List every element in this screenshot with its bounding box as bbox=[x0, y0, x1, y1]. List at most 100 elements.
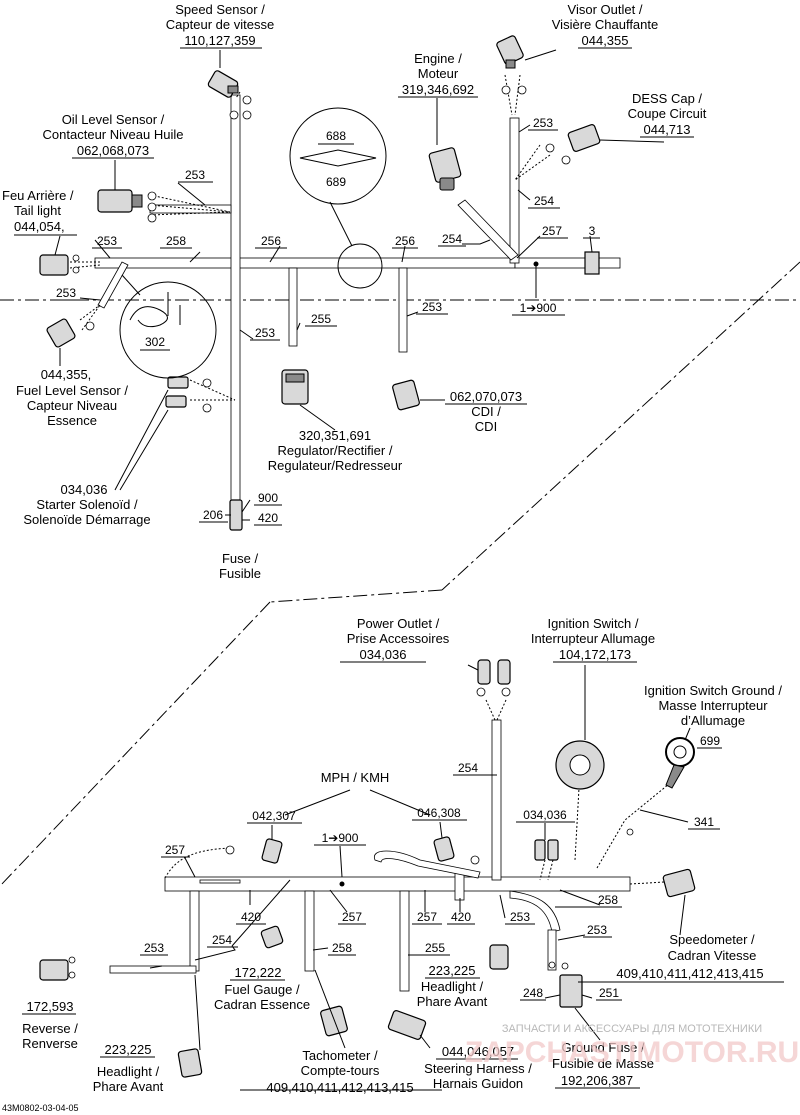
regulator-connector bbox=[281, 369, 309, 405]
ground-fuse-holder bbox=[559, 974, 583, 1008]
ground-900-label: 1➔900 bbox=[322, 831, 359, 845]
fuel-level-connector bbox=[46, 318, 76, 348]
pin-badge bbox=[202, 403, 212, 413]
wire-253-label: 253 bbox=[422, 300, 442, 314]
mph-kmh-label: MPH / KMH bbox=[321, 770, 390, 785]
visor-pins bbox=[504, 74, 521, 116]
reverse-code: 172,593 bbox=[27, 999, 74, 1014]
speed-sensor-label-2: Capteur de vitesse bbox=[166, 17, 274, 32]
pin-badge bbox=[476, 687, 486, 697]
ignition-switch-wire bbox=[574, 769, 581, 861]
num-420-label: 420 bbox=[241, 910, 261, 924]
fuel-level-label-2: Capteur Niveau bbox=[27, 398, 117, 413]
leader-257-b bbox=[329, 889, 348, 913]
leader-046 bbox=[439, 821, 443, 839]
leader-258-b bbox=[312, 947, 329, 951]
leader-253-d bbox=[518, 124, 531, 133]
oil-level-connector bbox=[97, 189, 143, 213]
leader-341 bbox=[639, 809, 689, 823]
steering-connector bbox=[387, 1010, 427, 1040]
wire-256-label: 256 bbox=[395, 234, 415, 248]
leader-tach bbox=[314, 969, 346, 1049]
detail-302: 302 bbox=[145, 335, 165, 349]
engine-branch-wire bbox=[457, 199, 519, 261]
ground-fuse-code: 192,206,387 bbox=[561, 1073, 633, 1088]
num-251-label: 251 bbox=[599, 986, 619, 1000]
ignition-ground-wire bbox=[596, 774, 681, 869]
power-outlet-label-1: Power Outlet / bbox=[357, 616, 440, 631]
leader-257-a bbox=[184, 857, 196, 878]
wire-253-label: 253 bbox=[185, 168, 205, 182]
starter-code: 034,036 bbox=[61, 482, 108, 497]
pin-badge bbox=[517, 85, 527, 95]
tail-light-label-2: Tail light bbox=[14, 203, 61, 218]
regulator-label-2: Regulateur/Redresseur bbox=[268, 458, 403, 473]
num-420-label: 420 bbox=[258, 511, 278, 525]
headlight-mid-code: 223,225 bbox=[429, 963, 476, 978]
lower-harness bbox=[22, 659, 784, 1091]
leader-900 bbox=[339, 845, 343, 878]
leader-regulator bbox=[299, 404, 336, 431]
num-254-label: 254 bbox=[458, 761, 478, 775]
steering-branch bbox=[399, 890, 410, 992]
upper-harness bbox=[14, 35, 694, 531]
ignition-switch-label-1: Ignition Switch / bbox=[547, 616, 638, 631]
num-900-label: 900 bbox=[258, 491, 278, 505]
engine-label-2: Moteur bbox=[418, 66, 459, 81]
leader-visor bbox=[524, 49, 557, 61]
power-outlet-branch bbox=[491, 719, 502, 881]
fuel-gauge-connector bbox=[260, 925, 284, 949]
speedometer-code: 409,410,411,412,413,415 bbox=[616, 966, 763, 981]
visor-outlet-code: 044,355 bbox=[582, 33, 629, 48]
ignition-switch-connector bbox=[555, 740, 605, 790]
separator-lower-diagonal bbox=[0, 601, 271, 887]
wire-254-label: 254 bbox=[442, 232, 462, 246]
wire-256-label: 256 bbox=[261, 234, 281, 248]
lower-main-trunk bbox=[164, 876, 631, 892]
tail-light-label-1: Feu Arrière / bbox=[2, 188, 74, 203]
num-253-label: 253 bbox=[144, 941, 164, 955]
power-outlet-label-2: Prise Accessoires bbox=[347, 631, 450, 646]
tail-light-pins bbox=[149, 194, 231, 216]
tachometer-connector bbox=[320, 1005, 348, 1037]
ignition-ground-label-3: d’Allumage bbox=[681, 713, 745, 728]
wire-253-label: 253 bbox=[255, 326, 275, 340]
detail-leader-302 bbox=[121, 274, 141, 296]
reverse-connector bbox=[39, 959, 69, 981]
leader-253-b bbox=[557, 934, 586, 941]
ignition-ground-code: 699 bbox=[700, 734, 720, 748]
leader-257 bbox=[516, 235, 541, 259]
ignition-ground-ring bbox=[665, 737, 695, 789]
steering-code: 044,046,057 bbox=[442, 1044, 514, 1059]
separator-middle bbox=[269, 589, 443, 603]
speed-sensor-connector bbox=[207, 70, 239, 98]
leader-253-c bbox=[79, 297, 101, 301]
starter-label-2: Solenoïde Démarrage bbox=[23, 512, 150, 527]
leader-3 bbox=[589, 235, 593, 253]
separator-diagonal bbox=[441, 261, 800, 591]
headlight-mid-connector bbox=[489, 944, 509, 970]
pin-badge bbox=[72, 254, 80, 262]
fuel-level-label-3: Essence bbox=[47, 413, 97, 428]
pin-badge bbox=[147, 213, 157, 223]
pin-badge bbox=[626, 828, 634, 836]
cdi-code: 062,070,073 bbox=[450, 389, 522, 404]
leader-254-b bbox=[517, 189, 531, 201]
gauge-034-connectors bbox=[534, 839, 559, 861]
watermark-text: ЗАПЧАСТИ И АКСЕССУАРЫ ДЛЯ МОТОТЕХНИКИ bbox=[502, 1023, 762, 1035]
leader-253-a bbox=[177, 182, 206, 206]
code-042-label: 042,307 bbox=[252, 809, 296, 823]
leader-253-e bbox=[239, 329, 254, 340]
pin-badge bbox=[147, 202, 157, 212]
pin-badge bbox=[68, 971, 76, 979]
fuel-level-pins bbox=[79, 304, 101, 331]
splice-circle-256 bbox=[337, 243, 383, 289]
pin-badge bbox=[501, 85, 511, 95]
ground-splice-dot bbox=[533, 261, 539, 267]
code-046-label: 046,308 bbox=[417, 806, 461, 820]
starter-label-1: Starter Solenoïd / bbox=[36, 497, 138, 512]
num-341-label: 341 bbox=[694, 815, 714, 829]
leader-254-a bbox=[462, 239, 491, 245]
visor-outlet-connector bbox=[496, 35, 524, 69]
